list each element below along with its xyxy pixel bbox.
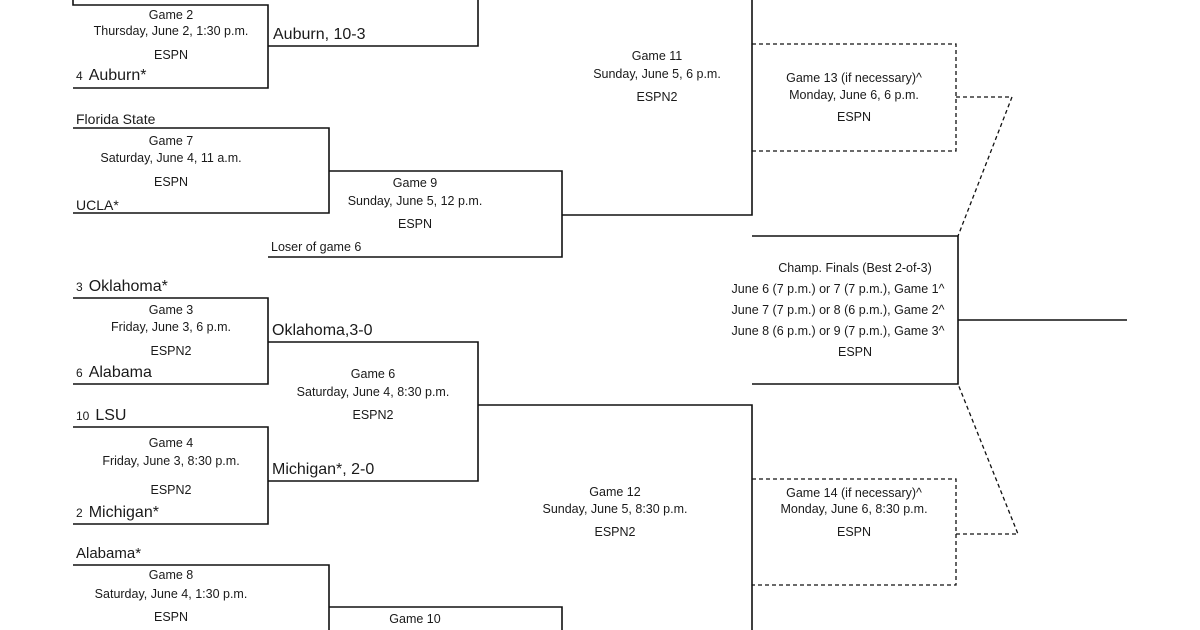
game6-tv: ESPN2 bbox=[352, 408, 394, 422]
team-oklahoma-name: Oklahoma* bbox=[88, 278, 168, 295]
result-oklahoma: Oklahoma,3-0 bbox=[272, 322, 373, 339]
game14-name: Game 14 (if necessary)^ bbox=[786, 486, 922, 500]
seed-michigan: 2 bbox=[76, 506, 83, 520]
game6-name: Game 6 bbox=[350, 367, 396, 381]
game3-bracket-line bbox=[73, 297, 269, 385]
team-lsu: 10 LSU bbox=[76, 408, 126, 424]
game8-name: Game 8 bbox=[148, 568, 194, 582]
game8-bracket-line bbox=[73, 564, 330, 630]
finals-game2: June 7 (7 p.m.) or 8 (6 p.m.), Game 2^ bbox=[731, 303, 945, 317]
team-lsu-name: LSU bbox=[95, 407, 127, 424]
team-florida-state: Florida State bbox=[76, 111, 156, 127]
game9-time: Sunday, June 5, 12 p.m. bbox=[347, 194, 483, 208]
game6-bracket-line bbox=[268, 341, 479, 482]
game14-time: Monday, June 6, 8:30 p.m. bbox=[780, 502, 928, 516]
game2-tv: ESPN bbox=[153, 48, 189, 62]
finals-title: Champ. Finals (Best 2-of-3) bbox=[778, 261, 932, 275]
game12-time: Sunday, June 5, 8:30 p.m. bbox=[542, 502, 688, 516]
seed-alabama: 6 bbox=[76, 366, 83, 380]
finals-game1: June 6 (7 p.m.) or 7 (7 p.m.), Game 1^ bbox=[731, 282, 945, 296]
game9-name: Game 9 bbox=[392, 176, 438, 190]
game13-time: Monday, June 6, 6 p.m. bbox=[789, 88, 919, 102]
game4-bracket-line bbox=[73, 426, 269, 525]
game13-tv: ESPN bbox=[836, 110, 872, 124]
game7-time: Saturday, June 4, 11 a.m. bbox=[100, 151, 242, 165]
team-auburn: 4 Auburn* bbox=[76, 68, 147, 84]
game14-tv: ESPN bbox=[836, 525, 872, 539]
game3-time: Friday, June 3, 6 p.m. bbox=[111, 320, 231, 334]
game11-name: Game 11 bbox=[631, 49, 683, 63]
result-auburn: Auburn, 10-3 bbox=[273, 26, 366, 43]
team-michigan-name: Michigan* bbox=[88, 504, 159, 521]
team-auburn-name: Auburn* bbox=[88, 67, 147, 84]
game11-time: Sunday, June 5, 6 p.m. bbox=[593, 67, 721, 81]
game9-tv: ESPN bbox=[397, 217, 433, 231]
game11-bracket-line bbox=[562, 0, 753, 216]
game4-time: Friday, June 3, 8:30 p.m. bbox=[102, 454, 240, 468]
game3-tv: ESPN2 bbox=[150, 344, 192, 358]
game4-tv: ESPN2 bbox=[150, 483, 192, 497]
result-michigan: Michigan*, 2-0 bbox=[272, 461, 375, 478]
game7-name: Game 7 bbox=[148, 134, 194, 148]
finals-tv: ESPN bbox=[837, 345, 873, 359]
team-alabama-game8: Alabama* bbox=[76, 545, 142, 562]
game10-bracket-line bbox=[329, 606, 563, 630]
finals-game3: June 8 (6 p.m.) or 9 (7 p.m.), Game 3^ bbox=[731, 324, 945, 338]
game2-time: Thursday, June 2, 1:30 p.m. bbox=[93, 24, 249, 38]
team-alabama-name: Alabama bbox=[88, 364, 152, 381]
game4-name: Game 4 bbox=[148, 436, 194, 450]
game9-bracket-line bbox=[268, 170, 563, 258]
game3-name: Game 3 bbox=[148, 303, 194, 317]
seed-auburn: 4 bbox=[76, 69, 83, 83]
game2-bracket-line bbox=[72, 0, 269, 89]
game11-tv: ESPN2 bbox=[636, 90, 678, 104]
seed-oklahoma: 3 bbox=[76, 280, 83, 294]
auburn-advance-line bbox=[268, 0, 479, 47]
game13-name: Game 13 (if necessary)^ bbox=[786, 71, 922, 85]
game12-bracket-line bbox=[478, 404, 753, 630]
team-michigan: 2 Michigan* bbox=[76, 505, 159, 521]
team-oklahoma: 3 Oklahoma* bbox=[76, 279, 168, 295]
loser-game6-label: Loser of game 6 bbox=[271, 240, 362, 254]
seed-lsu: 10 bbox=[76, 409, 90, 423]
game12-name: Game 12 bbox=[589, 485, 641, 499]
team-alabama: 6 Alabama bbox=[76, 365, 152, 381]
game8-tv: ESPN bbox=[153, 610, 189, 624]
game12-tv: ESPN2 bbox=[594, 525, 636, 539]
game14-dashed-box bbox=[752, 478, 957, 586]
finals-bracket-line bbox=[752, 235, 959, 385]
game8-time: Saturday, June 4, 1:30 p.m. bbox=[94, 587, 248, 601]
game2-name: Game 2 bbox=[148, 8, 194, 22]
game13-connector bbox=[956, 96, 1013, 237]
game7-tv: ESPN bbox=[153, 175, 189, 189]
team-ucla: UCLA* bbox=[76, 197, 119, 213]
game6-time: Saturday, June 4, 8:30 p.m. bbox=[296, 385, 450, 399]
game14-connector bbox=[956, 383, 1019, 535]
game10-name: Game 10 bbox=[389, 612, 441, 626]
game13-dashed-box bbox=[752, 43, 957, 152]
